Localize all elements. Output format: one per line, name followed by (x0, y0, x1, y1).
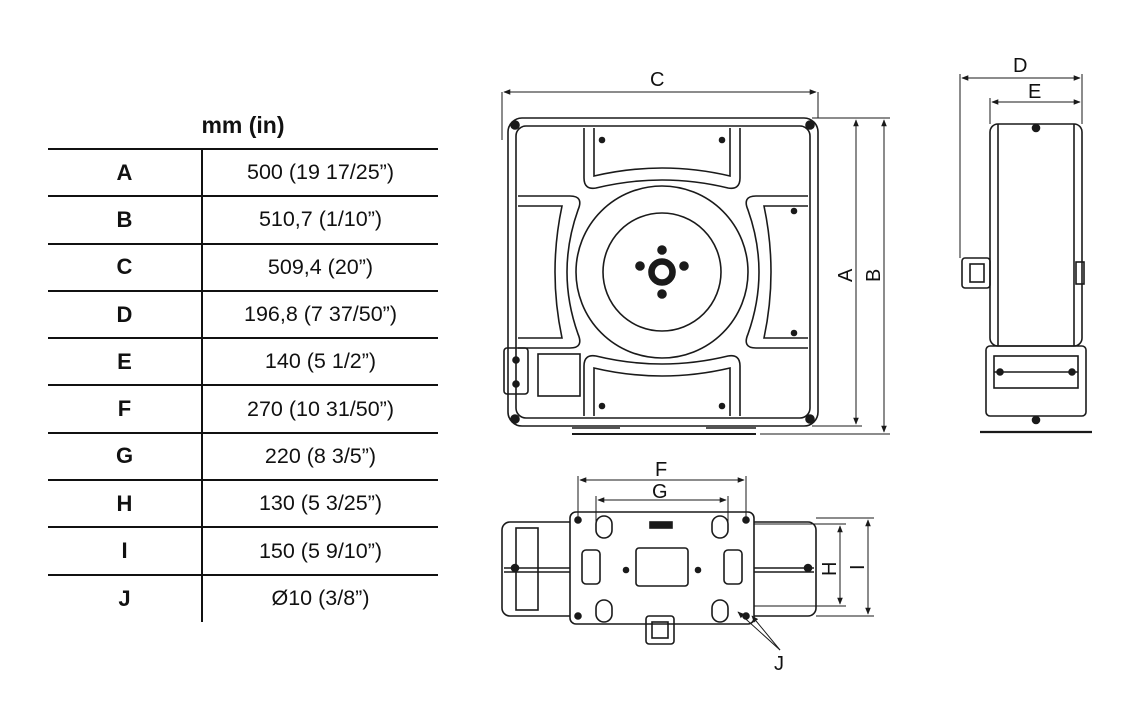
table-unit-header: mm (in) (201, 112, 285, 138)
dim-value: Ø10 (3/8”) (271, 586, 370, 611)
dim-label-i: I (847, 564, 869, 570)
dim-key: D (48, 290, 203, 339)
dim-key: H (48, 480, 203, 528)
dim-label-j: J (774, 653, 784, 675)
dim-value: 130 (5 3/25”) (258, 491, 383, 516)
table-row: E 140 (5 1/2”) (48, 338, 438, 386)
bottom-view (501, 511, 817, 645)
dim-key: E (48, 338, 203, 386)
dimensions-table: A 500 (19 17/25”) B 510,7 (1/10”) C 509,4 (… (48, 148, 438, 622)
dim-label-d: D (1013, 55, 1027, 77)
table-row: F 270 (10 31/50”) (48, 385, 438, 433)
front-dimensions (501, 89, 890, 435)
dim-key: B (48, 196, 203, 244)
dim-label-a: A (835, 268, 857, 282)
table-row: D 196,8 (7 37/50”) (48, 290, 438, 339)
dim-value: 270 (10 31/50”) (246, 396, 394, 421)
side-dimensions (959, 74, 1083, 258)
dim-value: 140 (5 1/2”) (264, 349, 377, 374)
dim-value: 220 (8 3/5”) (264, 443, 377, 468)
dim-label-b: B (863, 269, 885, 282)
dim-label-h: H (819, 562, 841, 576)
table-row: B 510,7 (1/10”) (48, 196, 438, 244)
bottom-dimensions (577, 476, 874, 651)
dim-key: C (48, 243, 203, 291)
table-row: J Ø10 (3/8”) (48, 574, 438, 622)
dim-label-f: F (655, 459, 667, 481)
dim-key: G (48, 432, 203, 481)
dim-value: 509,4 (20”) (267, 254, 374, 279)
dim-label-g: G (652, 481, 668, 503)
dim-key: J (48, 574, 203, 622)
table-row: H 130 (5 3/25”) (48, 480, 438, 528)
dim-value: 510,7 (1/10”) (258, 207, 383, 232)
dim-label-c: C (650, 69, 664, 91)
dim-key: F (48, 385, 203, 433)
front-view (503, 117, 819, 435)
table-row: A 500 (19 17/25”) (48, 149, 438, 197)
table-row: I 150 (5 9/10”) (48, 527, 438, 575)
dim-label-e: E (1028, 81, 1041, 103)
table-row: C 509,4 (20”) (48, 243, 438, 291)
dim-value: 150 (5 9/10”) (258, 538, 383, 563)
dim-key: I (48, 527, 203, 575)
dim-value: 196,8 (7 37/50”) (244, 302, 397, 327)
dim-key: A (48, 149, 203, 197)
side-view (961, 123, 1092, 434)
dim-value: 500 (19 17/25”) (246, 160, 394, 185)
table-row: G 220 (8 3/5”) (48, 432, 438, 481)
